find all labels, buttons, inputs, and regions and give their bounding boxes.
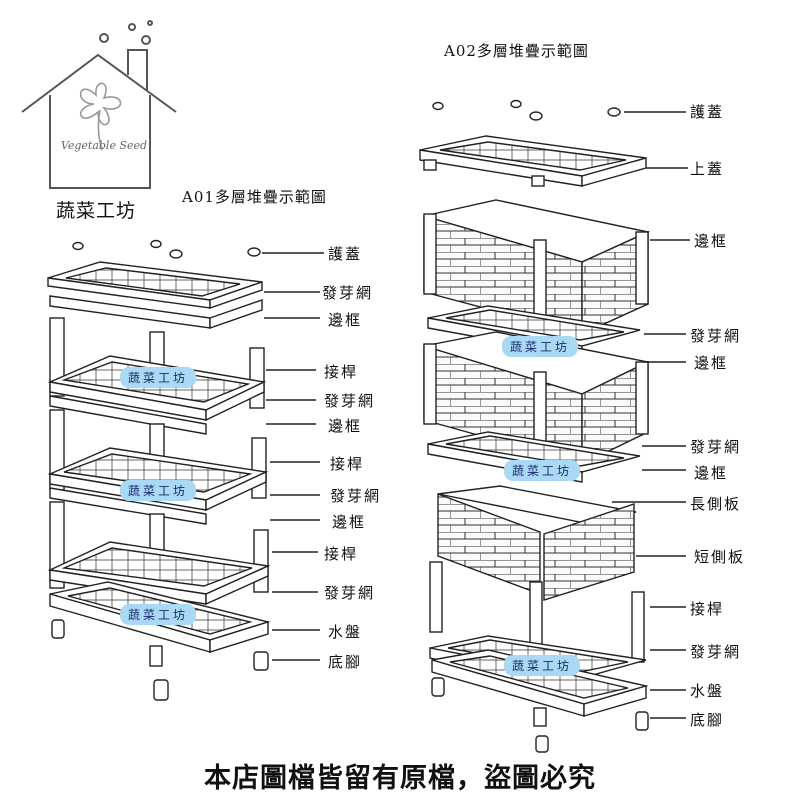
a01-tower [47,239,271,701]
a01-title: A01多層堆疊示範圖 [182,188,327,206]
a02-label-sprout-net: 發芽網 [690,327,742,345]
a02-label-foot: 底腳 [690,711,725,729]
logo-house-icon [21,20,177,189]
a01-label-sprout-net: 發芽網 [324,584,376,602]
a02-label-long-side-panel: 長側板 [690,495,742,513]
a02-label-cap: 護蓋 [690,103,725,121]
logo-brand-name: 蔬菜工坊 [56,200,137,222]
a01-label-sprout-net: 發芽網 [324,392,376,410]
a01-label-connector: 接桿 [324,363,359,381]
logo-script-text: Vegetable Seed [60,139,148,152]
a01-leader-lines [262,252,324,661]
a01-label-connector: 接桿 [330,455,365,473]
a01-label-sprout-net: 發芽網 [322,284,374,302]
a02-label-water-tray: 水盤 [690,682,725,700]
a02-label-frame: 邊框 [694,232,729,250]
watermark-tag: 蔬菜工坊 [120,604,197,625]
a02-label-top-lid: 上蓋 [690,160,725,178]
a01-label-frame: 邊框 [328,417,363,435]
a02-label-connector: 接桿 [690,600,725,618]
watermark-tag: 蔬菜工坊 [502,336,579,357]
a02-leader-lines [612,111,690,719]
watermark-tag: 蔬菜工坊 [120,480,197,501]
a01-label-connector: 接桿 [324,545,359,563]
a02-label-sprout-net: 發芽網 [690,438,742,456]
a02-label-short-side-panel: 短側板 [694,548,746,566]
a01-label-frame: 邊框 [332,513,367,531]
watermark-tag: 蔬菜工坊 [504,460,581,481]
a01-label-frame: 邊框 [328,311,363,329]
a02-label-frame: 邊框 [694,354,729,372]
a02-label-frame: 邊框 [694,464,729,482]
watermark-tag: 蔬菜工坊 [504,655,581,676]
watermark-tag: 蔬菜工坊 [120,367,197,388]
a01-label-cap: 護蓋 [328,245,363,263]
a01-label-water-tray: 水盤 [328,623,363,641]
a01-label-sprout-net: 發芽網 [330,487,382,505]
a02-title: A02多層堆疊示範圖 [444,42,589,60]
a01-label-foot: 底腳 [328,653,363,671]
a02-label-sprout-net: 發芽網 [690,643,742,661]
copyright-notice: 本店圖檔皆留有原檔，盜圖必究 [204,763,596,794]
